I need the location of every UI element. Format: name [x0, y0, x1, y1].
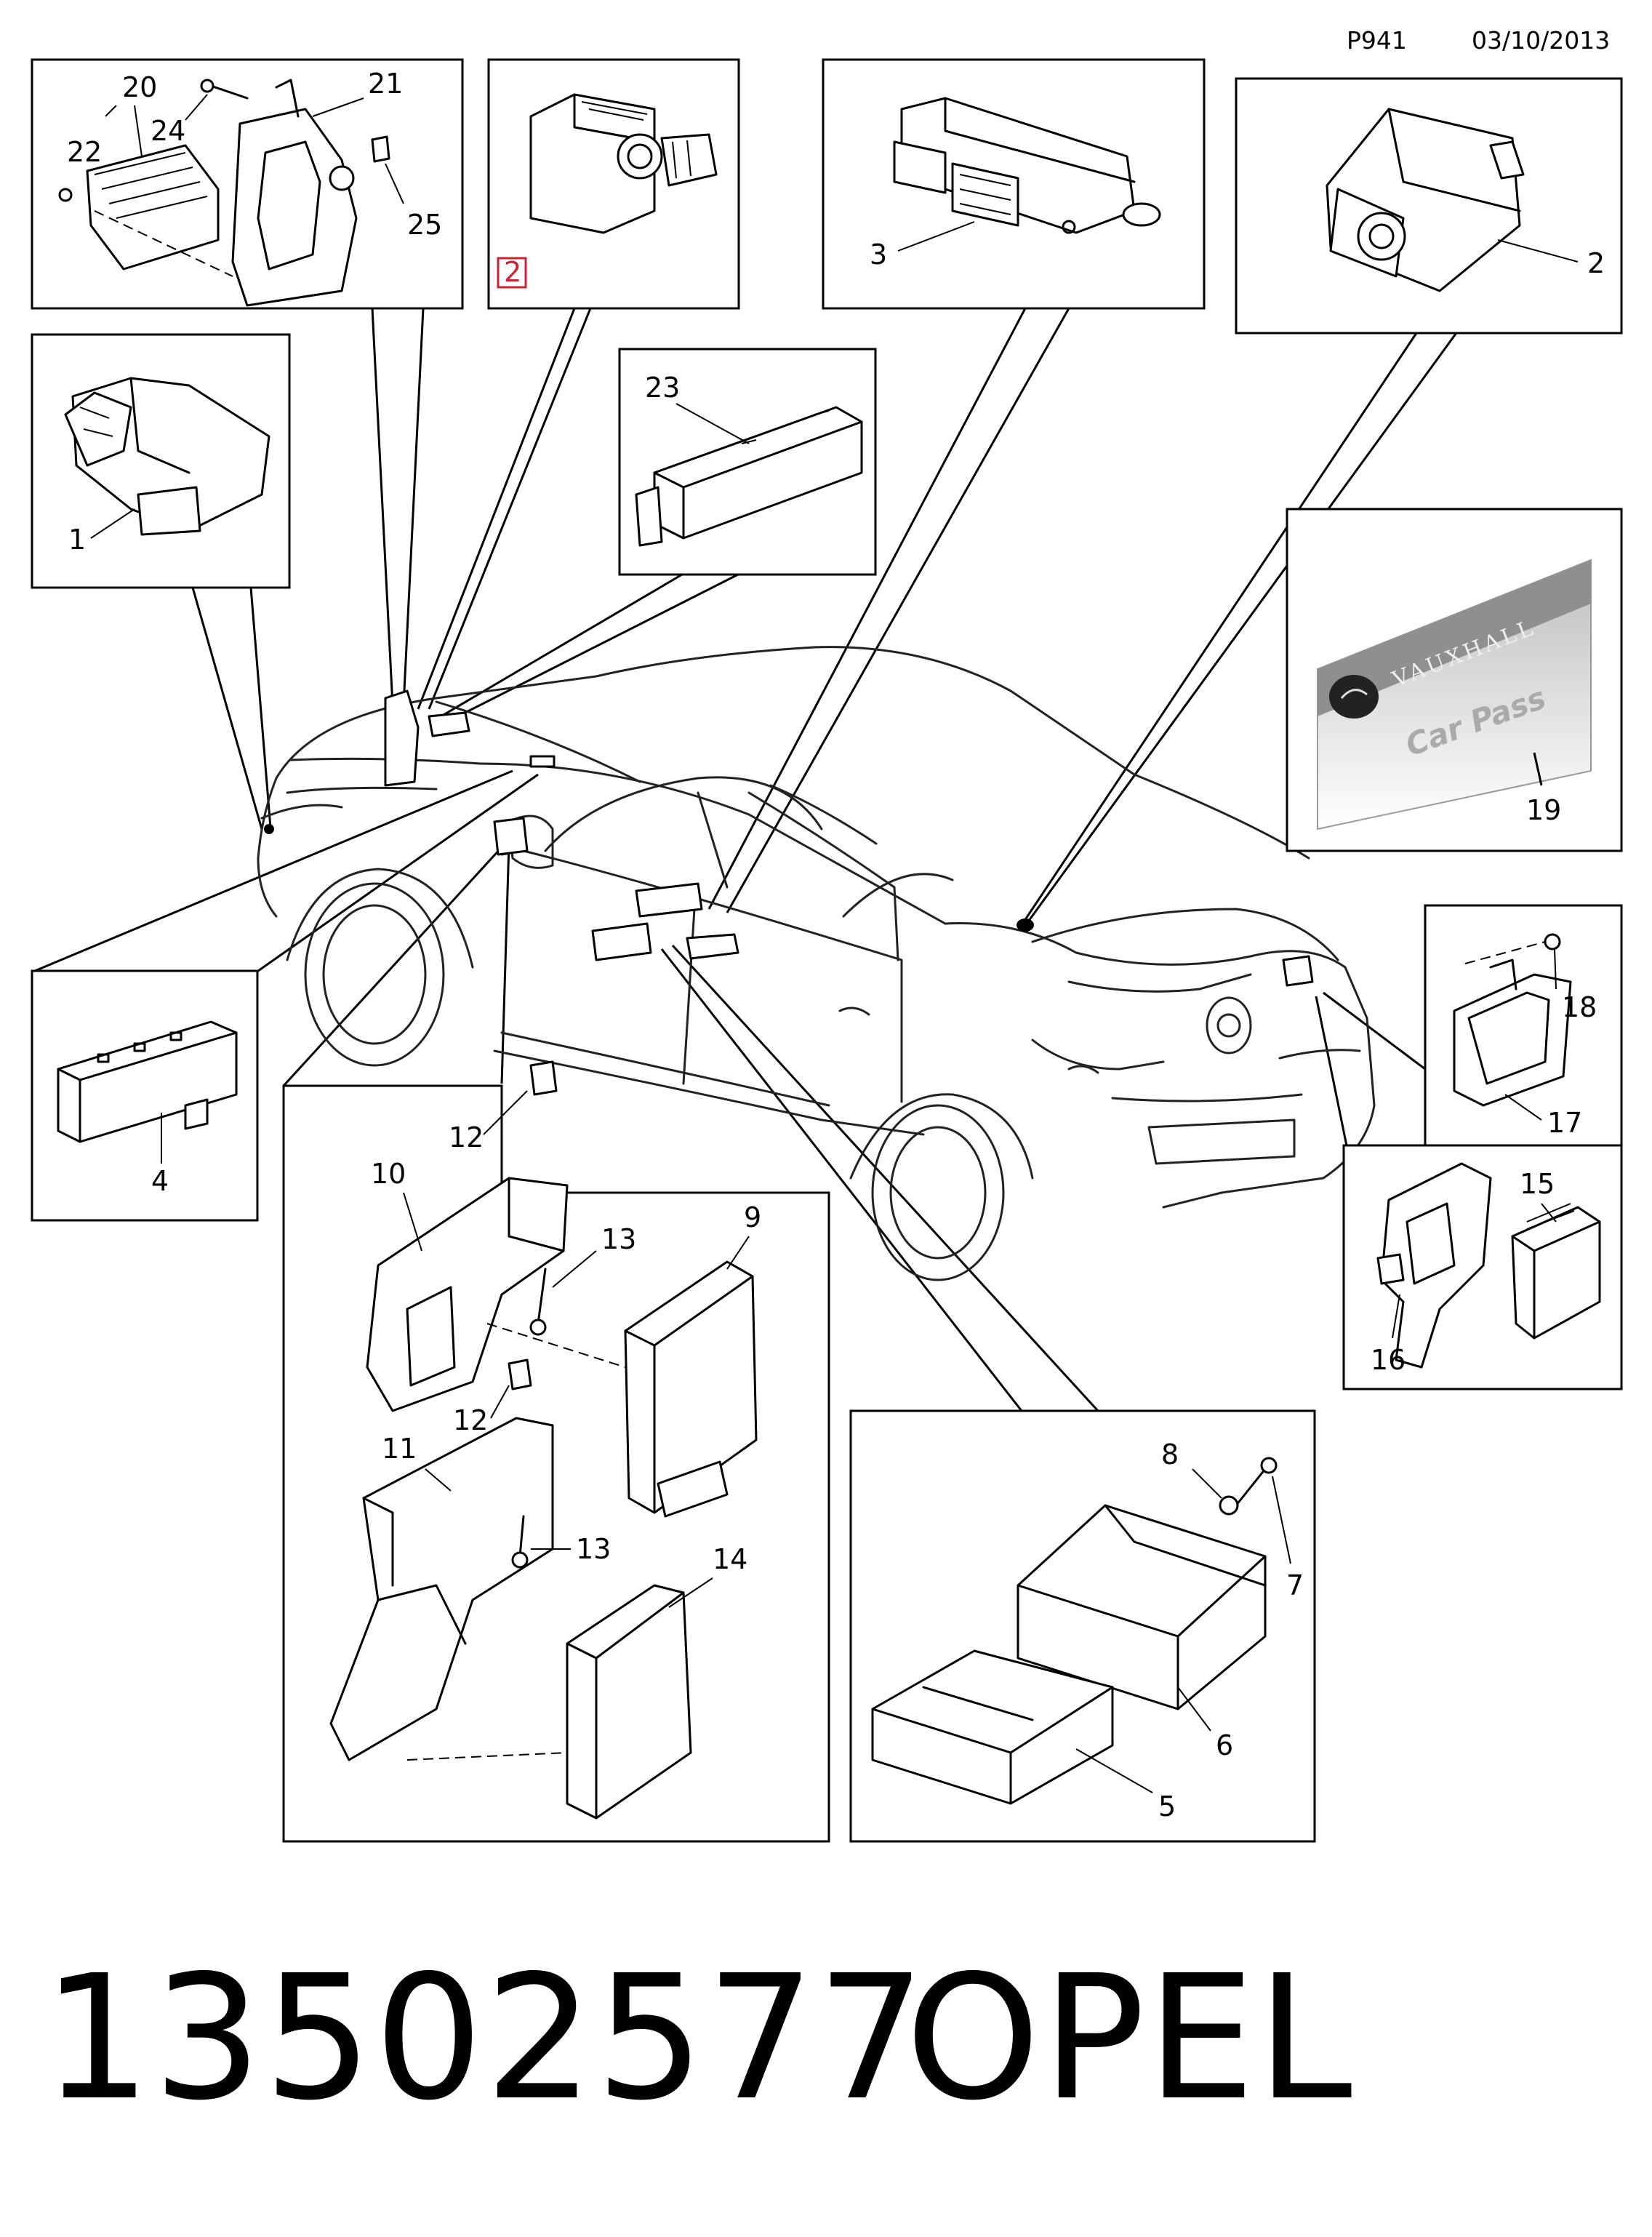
callout-25: 25 [407, 209, 442, 241]
panel-ignition-switch [487, 58, 740, 310]
panel-sensor [31, 333, 291, 589]
panel-brackets-modules [282, 1060, 830, 1843]
callout-11: 11 [382, 1433, 417, 1465]
panel-control-unit [31, 969, 259, 1222]
callout-18: 18 [1562, 991, 1597, 1023]
callout-10: 10 [371, 1158, 406, 1190]
callout-22: 22 [67, 136, 102, 168]
callout-21: 21 [368, 68, 403, 100]
panel-car-pass: VAUXHALL Car Pass [1286, 508, 1623, 852]
callout-17: 17 [1547, 1107, 1582, 1139]
part-number: 13502577 [42, 1938, 928, 2138]
panel-rear-module [1342, 1144, 1623, 1390]
diagram-code: P941 [1347, 26, 1407, 55]
panel-antenna-module [618, 348, 877, 576]
vehicle-outline [257, 646, 1376, 1281]
callout-12-upper: 12 [449, 1121, 484, 1153]
panel-switch-unit [1235, 77, 1623, 335]
brand-name: OPEL [905, 1938, 1354, 2138]
callout-9: 9 [744, 1201, 761, 1233]
callout-19: 19 [1526, 794, 1561, 826]
callout-4: 4 [151, 1165, 169, 1197]
callout-2: 2 [1587, 247, 1605, 279]
callout-16: 16 [1371, 1344, 1406, 1376]
panel-airbag-module [822, 58, 1206, 310]
callout-13-upper: 13 [601, 1223, 636, 1255]
callout-5: 5 [1158, 1790, 1176, 1822]
callout-20: 20 [122, 71, 157, 103]
diagram-date: 03/10/2013 [1472, 26, 1611, 55]
callout-8: 8 [1161, 1438, 1179, 1470]
callout-7: 7 [1286, 1569, 1304, 1601]
callout-24: 24 [151, 115, 185, 147]
callout-6: 6 [1216, 1729, 1233, 1761]
callout-23: 23 [645, 372, 680, 404]
callout-3: 3 [870, 239, 887, 271]
panel-ecu-tray [849, 1409, 1316, 1843]
leader-lines [34, 308, 1459, 1412]
callout-1: 1 [68, 524, 86, 556]
callout-13-lower: 13 [576, 1533, 611, 1565]
callout-14: 14 [713, 1543, 747, 1575]
panel-bracket-module [31, 58, 464, 310]
griffin-logo-icon [1329, 675, 1379, 719]
callout-2-highlight: 2 [504, 256, 521, 288]
callout-15: 15 [1520, 1168, 1555, 1200]
callout-labels: 1 2 3 2 4 5 6 7 8 9 10 11 12 12 13 13 14… [67, 68, 1605, 1822]
callout-12-lower: 12 [453, 1404, 488, 1436]
panel-rear-bracket [1424, 904, 1623, 1161]
